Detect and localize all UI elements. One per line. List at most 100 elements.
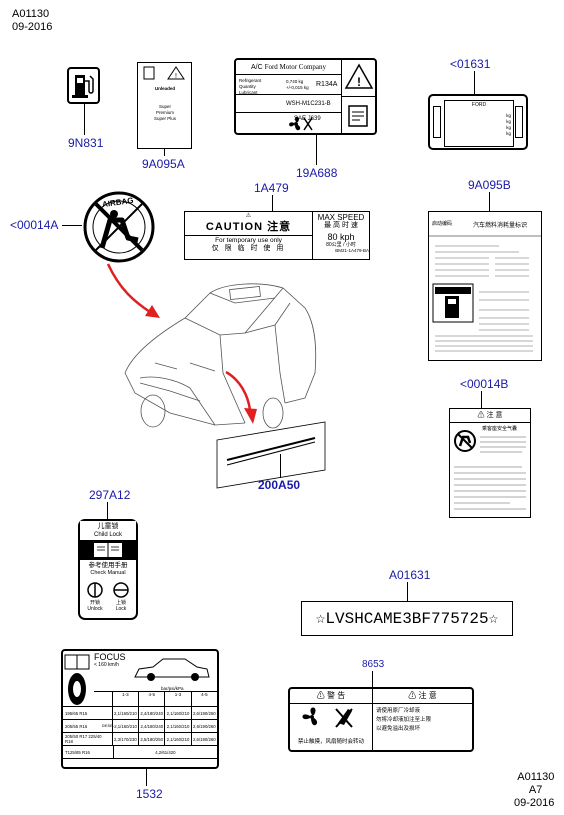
tire-pressure-label: FOCUS < 160 km/h bar/psi/kPa 1-3 4-5 1-3… bbox=[61, 649, 219, 769]
ref-top-date: 09-2016 bbox=[12, 21, 53, 33]
caution-note-en: For temporary use only bbox=[215, 237, 282, 244]
tire-pressure-cell: 2,6/190/260 bbox=[190, 733, 217, 745]
svg-text:!: ! bbox=[175, 73, 177, 80]
tire-header-3: 4-5 bbox=[190, 692, 217, 706]
fuel-pump-label bbox=[67, 67, 100, 104]
tire-pressure-cell: 2,3/170/230 bbox=[111, 733, 138, 745]
fuel-consumption-title: 汽车燃料消耗量标识 bbox=[473, 223, 528, 229]
warning-icon: ! bbox=[344, 63, 374, 89]
tire-book-icons bbox=[64, 654, 90, 705]
fuel-pump-icon bbox=[72, 75, 94, 98]
fan-warning-note: 禁止触摸，风扇随时会转动 bbox=[297, 739, 364, 745]
caution-speed-label: ⚠ CAUTION 注意 For temporary use only 仅 限 … bbox=[184, 211, 370, 260]
warning-header: 注 意 bbox=[486, 412, 503, 419]
part-code-200A50: 200A50 bbox=[258, 478, 301, 492]
fan-warning-label: ⚠ 警 告 禁止触摸，风扇随时会转动 ⚠ 注 意 请使用原厂冷却液 勿将冷却液加… bbox=[288, 687, 474, 752]
vehicle-illustration bbox=[124, 283, 317, 429]
lock-unlock-icons bbox=[87, 582, 129, 598]
ac-refrigerant: R134A bbox=[316, 81, 338, 88]
child-lock-unlock-en: Unlock bbox=[87, 606, 103, 612]
tire-size: 195/65 R15 bbox=[65, 710, 88, 716]
tire-header-1: 4-5 bbox=[138, 692, 164, 706]
ref-bottom-date: 09-2016 bbox=[514, 797, 555, 809]
part-code-A01631: A01631 bbox=[389, 568, 431, 582]
tire-pressure-cell: 2,6/190/260 bbox=[190, 720, 217, 732]
fuel-consumption-body bbox=[429, 235, 541, 352]
ref-bottom-code: A01130 bbox=[517, 771, 555, 783]
max-speed-sub: 80公里 / 小时 bbox=[326, 242, 356, 248]
tire-row: T125/85 R16 4,2/61/420 bbox=[63, 746, 217, 759]
caution-part-no: BM21-1A479-BA bbox=[335, 248, 369, 253]
info-screen-label: FORD kg kg kg kg bbox=[428, 94, 528, 150]
ref-bottom: A01130 A7 09-2016 bbox=[514, 771, 554, 810]
tire-pressure-cell: 2,5/180/250 bbox=[138, 733, 164, 745]
fuel-consumption-label: 启动编码 汽车燃料消耗量标识 bbox=[428, 211, 542, 361]
part-code-00014A: <00014A bbox=[10, 218, 59, 232]
ac-header: A/C bbox=[250, 64, 263, 71]
fan-notice-line2: 勿将冷却液加注至上限 bbox=[376, 717, 432, 723]
child-lock-label: 儿童锁 Child Lock 参考使用手册 Check Manual 开锁 Un… bbox=[78, 519, 138, 620]
child-lock-lock-en: Lock bbox=[115, 606, 127, 612]
info-screen-unit2: kg bbox=[506, 119, 511, 124]
part-code-9N831: 9N831 bbox=[68, 136, 104, 150]
tire-label-speed: < 160 km/h bbox=[94, 662, 119, 668]
airbag-warning-label-cn: ⚠ 注 意 乘客座安全气囊 bbox=[449, 408, 531, 518]
tire-size: 205/55 R16 bbox=[65, 723, 88, 729]
no-child-seat-icon bbox=[454, 430, 476, 452]
tire-size: 205/50 R17 225/40 R18 bbox=[65, 734, 102, 744]
tire-pressure-cell: 2,1/160/210 bbox=[111, 707, 138, 719]
child-lock-unlock-cn: 开锁 bbox=[89, 600, 100, 606]
manual-book-icon bbox=[80, 540, 136, 560]
tire-pressure-cell: 2,1/160/210 bbox=[164, 733, 190, 745]
part-code-9A095B: 9A095B bbox=[468, 178, 511, 192]
tire-pressure-cell: 4,2/61/420 bbox=[112, 746, 217, 758]
tire-header-0: 1-3 bbox=[111, 692, 138, 706]
side-moulding-strip bbox=[216, 421, 326, 489]
tire-pressure-cell: 2,1/160/210 bbox=[164, 720, 190, 732]
fan-icon bbox=[289, 116, 313, 131]
part-code-1532: 1532 bbox=[136, 787, 163, 801]
info-screen-unit3: kg bbox=[506, 125, 511, 130]
fan-warning-title: 警 告 bbox=[327, 691, 346, 700]
ac-company: Ford Motor Company bbox=[264, 63, 327, 71]
ac-spec: WSH-M1C231-B bbox=[286, 101, 331, 107]
child-lock-manual-cn: 参考使用手册 bbox=[88, 562, 128, 569]
child-lock-title-en: Child Lock bbox=[93, 532, 122, 538]
part-code-00014B: <00014B bbox=[460, 377, 509, 391]
max-speed-title: MAX SPEED bbox=[317, 213, 365, 222]
part-code-9A095A: 9A095A bbox=[142, 157, 185, 171]
ac-amount1: 0,740 kg bbox=[286, 79, 304, 84]
tire-engine: DIESEL bbox=[101, 723, 115, 728]
vin-number: ☆LVSHCAME3BF775725☆ bbox=[315, 610, 499, 628]
ref-top: A01130 09-2016 bbox=[12, 8, 52, 34]
tire-size: T125/85 R16 bbox=[65, 749, 90, 755]
airbag-warning-sign bbox=[83, 191, 155, 263]
part-code-297A12: 297A12 bbox=[89, 488, 131, 502]
caution-note-cn: 仅 限 临 时 使 用 bbox=[211, 245, 286, 252]
tire-label-model: FOCUS bbox=[94, 652, 126, 662]
tire-pressure-cell: 2,4/180/240 bbox=[138, 707, 164, 719]
fan-hand-icon bbox=[302, 707, 353, 728]
child-lock-lock-cn: 上锁 bbox=[115, 600, 126, 606]
fuel-grade-label: ! Unleaded Super Premium Super Plus bbox=[137, 62, 192, 149]
info-screen-brand: FORD bbox=[471, 102, 487, 108]
ref-bottom-page: A7 bbox=[528, 784, 543, 796]
fuel-consumption-header: 启动编码 bbox=[432, 221, 453, 227]
svg-text:!: ! bbox=[357, 75, 361, 89]
fuel-grade-super: Super bbox=[158, 104, 171, 109]
max-speed-cn: 最 高 时 速 bbox=[324, 222, 358, 229]
service-manual-icon bbox=[348, 105, 368, 127]
ac-amount2: +/-0,015 kg bbox=[286, 85, 309, 90]
tire-pressure-cell: 2,1/160/210 bbox=[164, 707, 190, 719]
tire-pressure-cell: 2,1/160/210 bbox=[111, 720, 138, 732]
vin-plate: ☆LVSHCAME3BF775725☆ bbox=[301, 601, 513, 636]
ref-top-code: A01130 bbox=[12, 8, 50, 20]
fuel-label-icons: ! bbox=[143, 66, 185, 80]
fan-notice-line3: 以避免溢出及损坏 bbox=[376, 726, 421, 732]
tire-label-pressure-unit: bar/psi/kPa bbox=[161, 686, 184, 691]
